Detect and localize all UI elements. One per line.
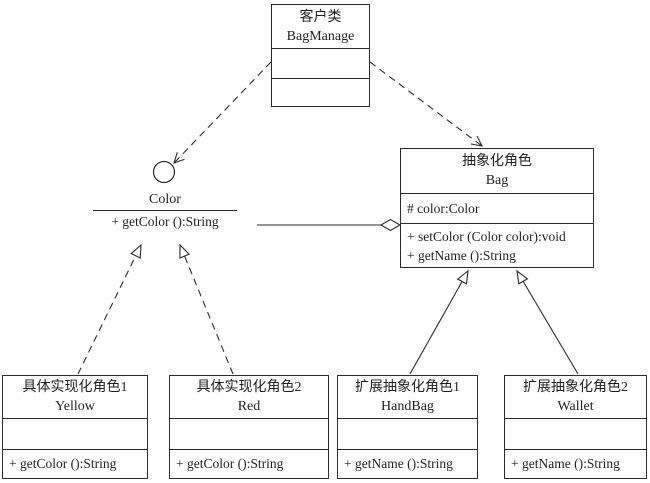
attribute-color: # color:Color: [401, 193, 593, 223]
class-name: HandBag: [381, 399, 434, 414]
attributes-compartment-empty: [505, 418, 646, 449]
class-box-wallet: 扩展抽象化角色2 Wallet + getName ():String: [504, 375, 647, 479]
class-box-yellow: 具体实现化角色1 Yellow + getColor ():String: [2, 375, 148, 479]
dependency-arrow-client-to-color: [173, 61, 272, 164]
realization-arrow-red-to-color: [179, 243, 234, 375]
class-title-wallet: 扩展抽象化角色2 Wallet: [505, 376, 646, 418]
class-name: Wallet: [557, 399, 594, 414]
class-name: Red: [237, 399, 261, 414]
class-title-bagmanage: 客户类 BagManage: [272, 5, 369, 48]
generalization-arrow-handbag-to-bag: [409, 269, 469, 375]
interface-name: Color: [93, 191, 237, 211]
class-box-bag: 抽象化角色 Bag # color:Color + setColor (Colo…: [400, 148, 594, 268]
class-title-red: 具体实现化角色2 Red: [170, 376, 328, 418]
methods-compartment: + setColor (Color color):void + getName …: [401, 223, 593, 267]
class-name: Bag: [485, 173, 509, 188]
attributes-compartment-empty: [338, 418, 477, 449]
aggregation-diamond-icon: [379, 218, 402, 232]
class-box-red: 具体实现化角色2 Red + getColor ():String: [169, 375, 329, 479]
method-getname: + getName ():String: [407, 248, 516, 263]
interface-method-getcolor: + getColor ():String: [111, 214, 219, 229]
method-setcolor: + setColor (Color color):void: [407, 229, 566, 244]
class-title-handbag: 扩展抽象化角色1 HandBag: [338, 376, 477, 418]
interface-ball-icon: [152, 160, 176, 184]
class-title-yellow: 具体实现化角色1 Yellow: [3, 376, 147, 418]
class-stereotype: 抽象化角色: [462, 154, 532, 169]
method-getcolor: + getColor ():String: [170, 449, 328, 478]
realization-arrow-yellow-to-color: [77, 243, 142, 375]
generalization-arrow-wallet-to-bag: [516, 269, 579, 375]
methods-compartment-empty: [272, 78, 369, 106]
attributes-compartment-empty: [170, 418, 328, 449]
attributes-compartment-empty: [272, 48, 369, 78]
class-stereotype: 客户类: [299, 9, 342, 25]
attributes-compartment-empty: [3, 418, 147, 449]
class-name: Yellow: [55, 399, 95, 414]
method-getname: + getName ():String: [338, 449, 477, 478]
dependency-arrow-client-to-bag: [369, 61, 483, 147]
class-box-bagmanage: 客户类 BagManage: [271, 4, 370, 107]
interface-color: Color + getColor ():String: [93, 191, 237, 231]
class-title-bag: 抽象化角色 Bag: [401, 149, 593, 193]
class-box-handbag: 扩展抽象化角色1 HandBag + getName ():String: [337, 375, 478, 479]
class-stereotype: 具体实现化角色1: [22, 380, 128, 395]
class-stereotype: 具体实现化角色2: [196, 380, 302, 395]
class-name: BagManage: [286, 28, 355, 44]
method-getcolor: + getColor ():String: [3, 449, 147, 478]
class-stereotype: 扩展抽象化角色2: [523, 380, 628, 395]
method-getname: + getName ():String: [505, 449, 646, 478]
class-stereotype: 扩展抽象化角色1: [355, 380, 460, 395]
